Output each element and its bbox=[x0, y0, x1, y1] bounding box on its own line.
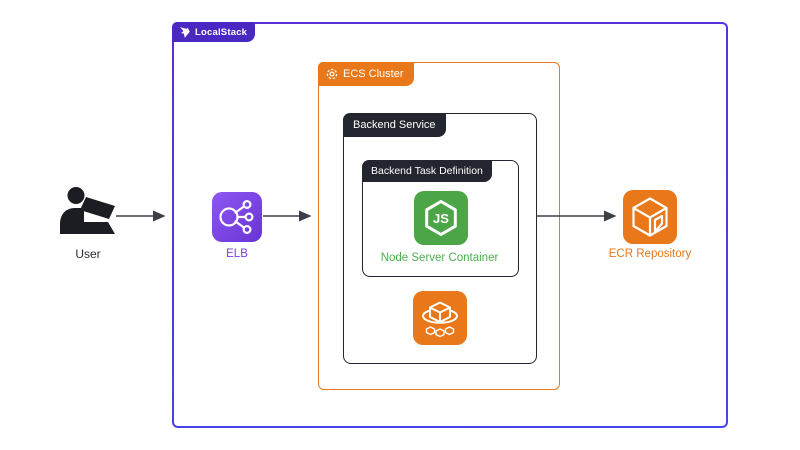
load-balancer-glyph bbox=[219, 200, 254, 234]
localstack-label: LocalStack bbox=[195, 26, 248, 38]
backend-task-definition-tag: Backend Task Definition bbox=[362, 160, 492, 182]
backend-task-definition-label: Backend Task Definition bbox=[371, 165, 483, 177]
nodejs-hexagon-glyph: JS bbox=[425, 200, 457, 236]
ecs-cluster-box bbox=[318, 62, 560, 390]
ecs-service-icon bbox=[413, 291, 467, 345]
nodejs-icon: JS bbox=[414, 191, 468, 245]
ecr-cube-glyph bbox=[632, 197, 668, 237]
person-at-laptop-icon bbox=[60, 187, 115, 234]
ecr-repository-icon bbox=[623, 190, 677, 244]
node-server-container-label: Node Server Container bbox=[380, 252, 499, 264]
localstack-tag: LocalStack bbox=[172, 22, 256, 42]
user-label: User bbox=[75, 247, 101, 261]
backend-service-tag: Backend Service bbox=[343, 113, 446, 137]
localstack-logo-icon bbox=[180, 26, 190, 38]
ecr-repository-label: ECR Repository bbox=[608, 248, 692, 260]
ecs-cluster-label: ECS Cluster bbox=[343, 68, 404, 80]
ecs-cluster-icon bbox=[326, 68, 338, 80]
nodejs-js-lettering: JS bbox=[433, 211, 449, 226]
ecs-cluster-tag: ECS Cluster bbox=[318, 62, 414, 86]
backend-service-label: Backend Service bbox=[353, 119, 436, 131]
ecs-cube-orbit-glyph bbox=[422, 301, 458, 338]
elb-icon bbox=[212, 192, 262, 242]
elb-label: ELB bbox=[226, 248, 248, 260]
